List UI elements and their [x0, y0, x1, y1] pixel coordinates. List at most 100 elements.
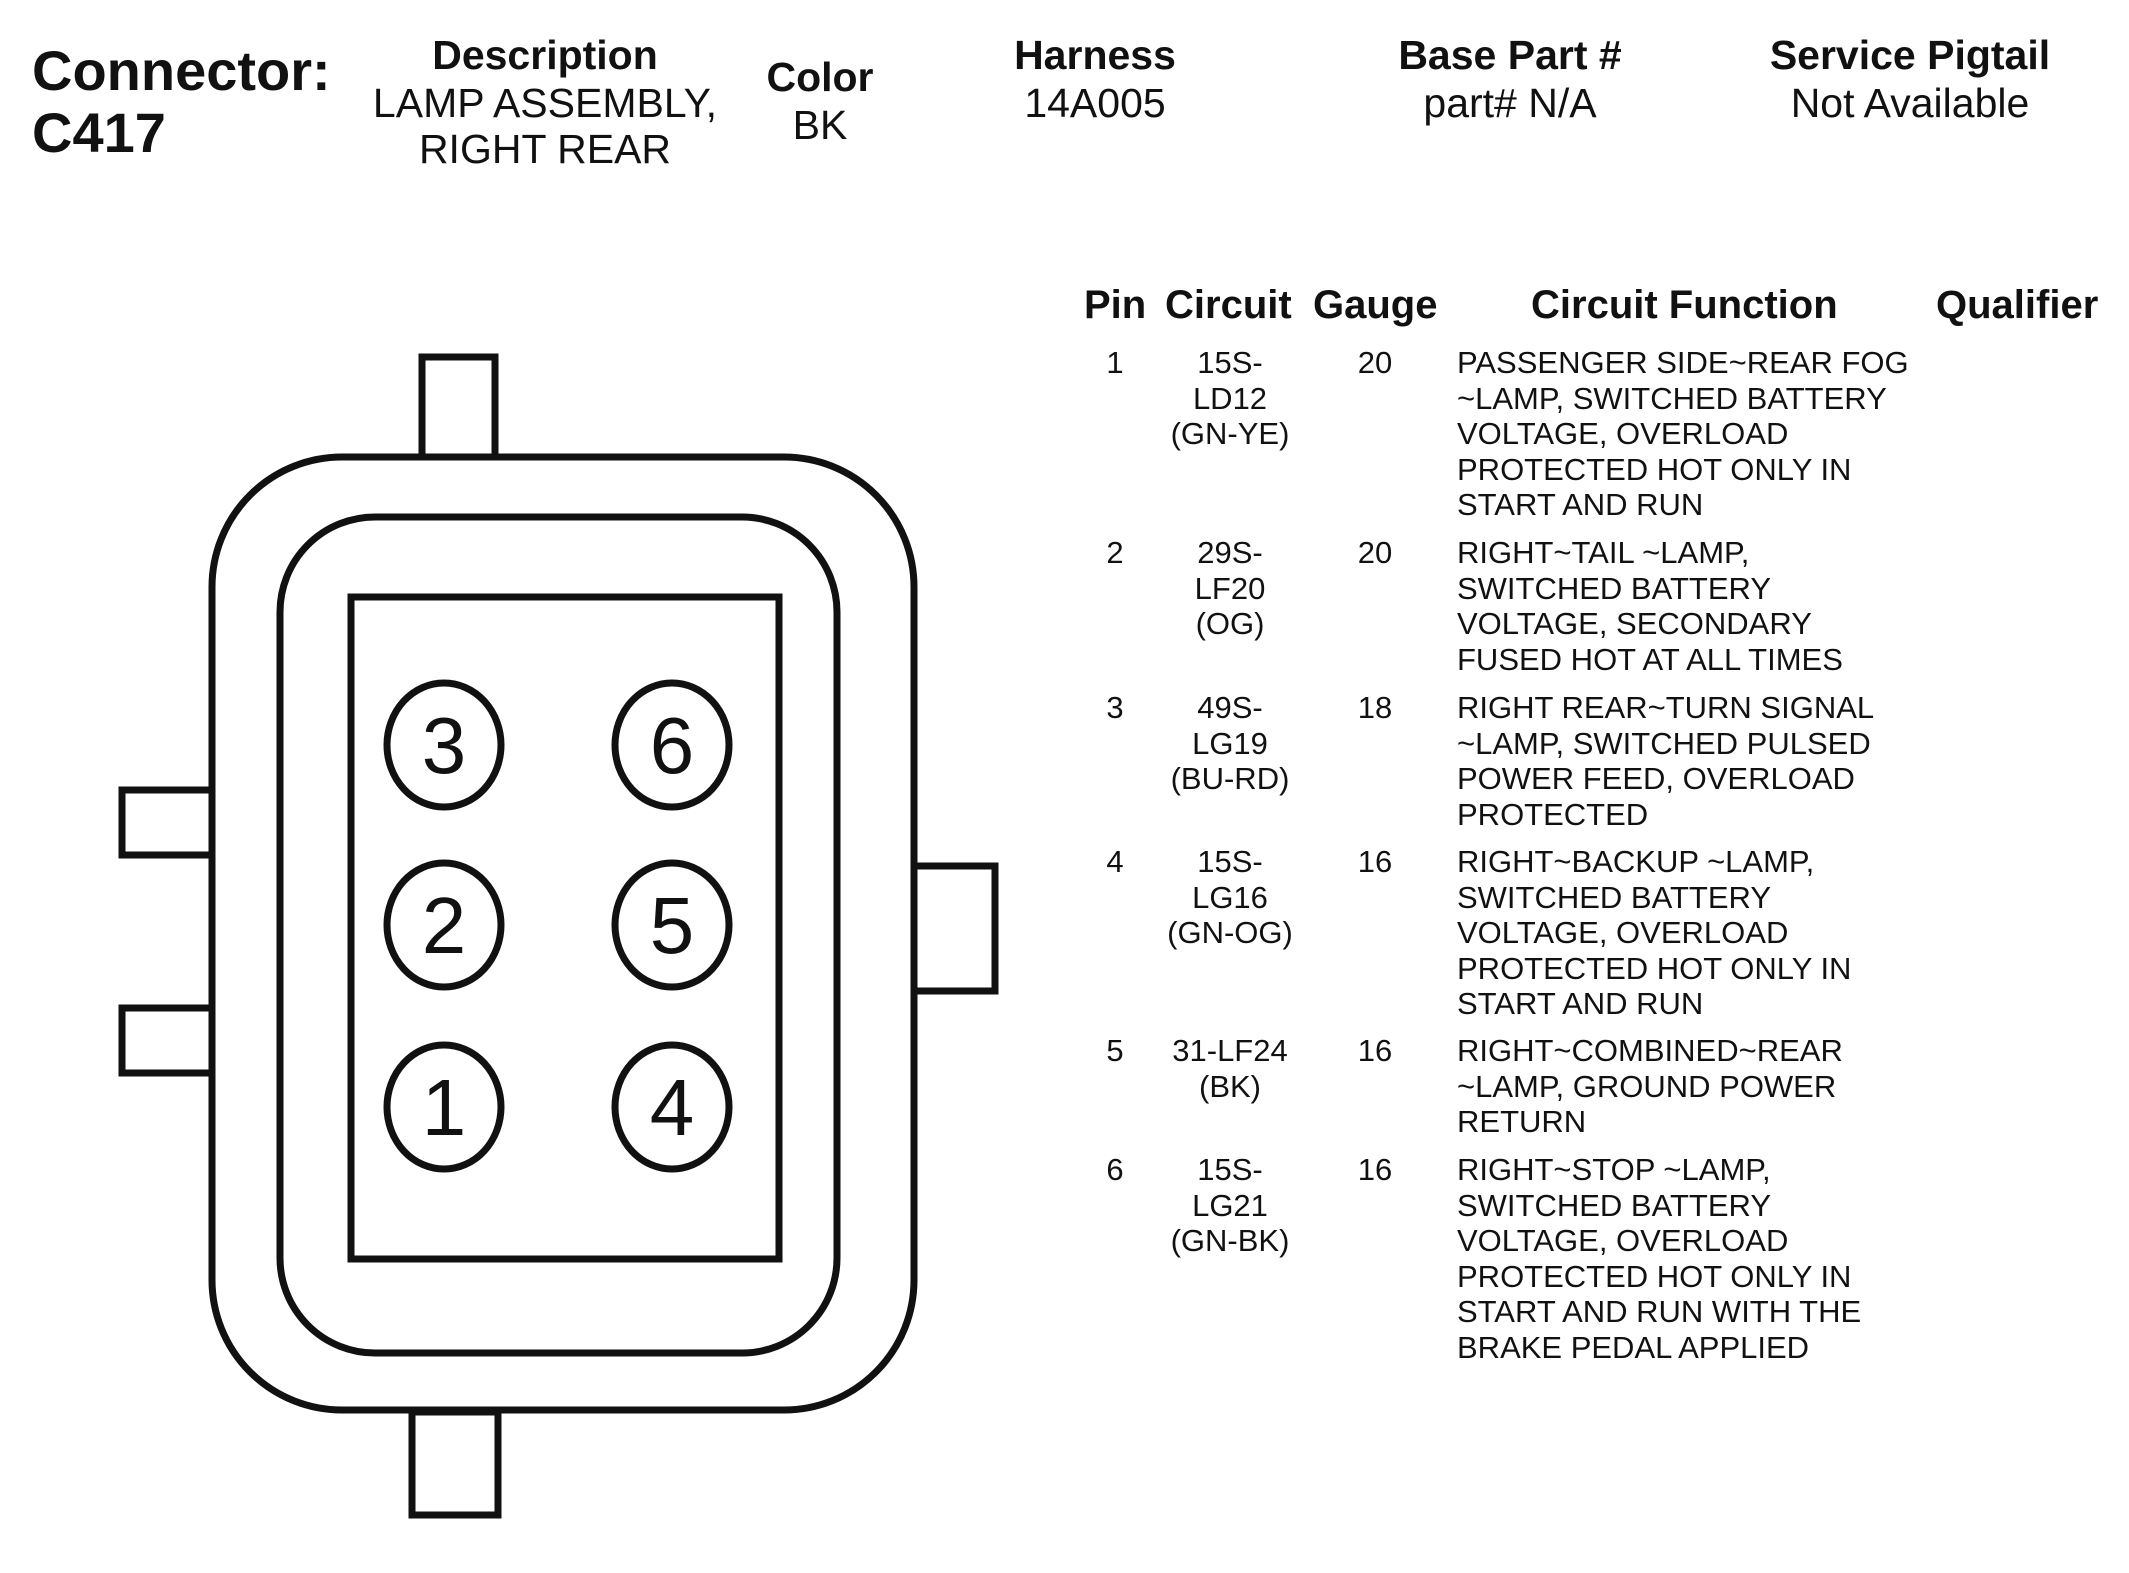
description-value-line2: RIGHT REAR	[418, 126, 672, 172]
circuit-line: (GN-BK)	[1170, 1223, 1290, 1258]
pin-number-5: 5	[650, 881, 695, 970]
gauge-cell: 18	[1357, 690, 1393, 725]
circuit-function-line: POWER FEED, OVERLOAD	[1457, 761, 1855, 796]
circuit-line: 29S-	[1197, 535, 1263, 570]
left-lower-tab	[118, 1004, 216, 1077]
pin-cell: 3	[1106, 690, 1124, 725]
harness-value: 14A005	[1024, 80, 1166, 126]
circuit-function-line: PASSENGER SIDE~REAR FOG	[1457, 345, 1909, 380]
circuit-line: LG19	[1192, 725, 1268, 761]
connector-label: Connector:	[32, 39, 331, 102]
circuit-function-line: RIGHT~STOP ~LAMP,	[1457, 1152, 1771, 1187]
gauge-cell: 20	[1357, 345, 1393, 380]
circuit-line: LG21	[1192, 1187, 1268, 1223]
connector-face-diagram: 3 6 2 5 1 4	[118, 353, 999, 1519]
pin-cavity-5	[611, 859, 733, 991]
gauge-cell: 16	[1357, 1152, 1393, 1187]
color-label: Color	[766, 54, 874, 100]
circuit-line: LG16	[1192, 879, 1268, 915]
circuit-function-line: FUSED HOT AT ALL TIMES	[1457, 641, 1843, 677]
left-upper-tab	[118, 786, 216, 859]
circuit-cell: 49S-LG19(BU-RD)	[1150, 690, 1310, 797]
pin-cavity-4	[611, 1041, 733, 1173]
circuit-function-line: ~LAMP, SWITCHED PULSED	[1457, 725, 1871, 761]
pin-cell: 2	[1106, 535, 1124, 570]
pin-number-2: 2	[422, 881, 467, 970]
circuit-cell: 15S-LD12(GN-YE)	[1150, 345, 1310, 452]
circuit-function-line: RIGHT~TAIL ~LAMP,	[1457, 535, 1750, 570]
circuit-function-cell: PASSENGER SIDE~REAR FOG~LAMP, SWITCHED B…	[1457, 345, 1937, 523]
color-value: BK	[792, 102, 848, 148]
pin-cell: 4	[1106, 844, 1124, 879]
circuit-line: LF20	[1194, 570, 1266, 606]
pin-cavity-2	[383, 859, 505, 991]
circuit-function-line: BRAKE PEDAL APPLIED	[1457, 1329, 1810, 1365]
pin-number-6: 6	[650, 701, 695, 790]
pin-cell: 5	[1106, 1033, 1124, 1068]
pin-number-3: 3	[422, 701, 467, 790]
circuit-function-line: RIGHT REAR~TURN SIGNAL	[1457, 690, 1875, 725]
pin-number-4: 4	[650, 1063, 695, 1152]
gauge-cell: 20	[1357, 535, 1393, 570]
circuit-line: (GN-YE)	[1170, 416, 1290, 451]
circuit-function-line: VOLTAGE, OVERLOAD	[1457, 1223, 1789, 1258]
circuit-function-line: START AND RUN	[1457, 487, 1704, 522]
circuit-line: LD12	[1192, 380, 1268, 416]
circuit-function-line: ~LAMP, SWITCHED BATTERY	[1457, 380, 1887, 416]
circuit-function-line: PROTECTED HOT ONLY IN	[1457, 950, 1852, 986]
harness-label: Harness	[1014, 32, 1176, 78]
pin-number-1: 1	[422, 1063, 467, 1152]
circuit-cell: 29S-LF20(OG)	[1150, 535, 1310, 642]
circuit-line: (BU-RD)	[1170, 761, 1290, 796]
circuit-function-line: RIGHT~BACKUP ~LAMP,	[1457, 844, 1815, 879]
circuit-line: 31-LF24	[1172, 1033, 1288, 1068]
circuit-function-line: START AND RUN	[1457, 986, 1704, 1021]
circuit-function-line: RIGHT~COMBINED~REAR	[1457, 1033, 1843, 1068]
pin-cavity-1	[383, 1041, 505, 1173]
gauge-cell: 16	[1357, 1033, 1393, 1068]
pin-cavity-3	[383, 679, 505, 811]
circuit-function-cell: RIGHT REAR~TURN SIGNAL~LAMP, SWITCHED PU…	[1457, 690, 1937, 832]
table-header-qualifier: Qualifier	[1936, 283, 2099, 327]
circuit-function-line: SWITCHED BATTERY	[1457, 1187, 1772, 1223]
harness-column: Harness 14A005	[985, 30, 1205, 126]
circuit-line: 49S-	[1197, 690, 1263, 725]
circuit-function-line: VOLTAGE, OVERLOAD	[1457, 915, 1789, 950]
circuit-function-line: ~LAMP, GROUND POWER	[1457, 1068, 1837, 1104]
circuit-line: 15S-	[1197, 1152, 1263, 1187]
circuit-function-line: START AND RUN WITH THE	[1457, 1294, 1862, 1329]
connector-id: C417	[32, 101, 166, 164]
circuit-function-line: RETURN	[1457, 1104, 1587, 1139]
circuit-line: 15S-	[1197, 844, 1263, 879]
service-pigtail-label: Service Pigtail	[1769, 32, 2051, 78]
circuit-cell: 31-LF24(BK)	[1150, 1033, 1310, 1104]
circuit-line: (OG)	[1195, 606, 1265, 641]
table-header-pin: Pin	[1084, 283, 1147, 327]
description-value-line1: LAMP ASSEMBLY,	[372, 80, 718, 126]
table-header-circuit: Circuit	[1165, 283, 1292, 327]
connector-title: Connector: C417	[32, 40, 331, 164]
base-part-column: Base Part # part# N/A	[1370, 30, 1650, 126]
circuit-line: (GN-OG)	[1167, 915, 1293, 950]
gauge-cell: 16	[1357, 844, 1393, 879]
pin-group: 3 6 2 5 1 4	[383, 679, 733, 1173]
base-part-value: part# N/A	[1423, 80, 1597, 126]
description-label: Description	[432, 32, 658, 78]
circuit-line: (BK)	[1199, 1068, 1261, 1104]
service-pigtail-value: Not Available	[1790, 80, 2030, 126]
circuit-function-line: SWITCHED BATTERY	[1457, 570, 1772, 606]
circuit-line: 15S-	[1197, 345, 1263, 380]
pin-cell: 1	[1106, 345, 1124, 380]
pin-cell: 6	[1106, 1152, 1124, 1187]
bottom-tab	[408, 1408, 502, 1519]
circuit-function-line: PROTECTED HOT ONLY IN	[1457, 1258, 1852, 1294]
base-part-label: Base Part #	[1398, 32, 1622, 78]
circuit-cell: 15S-LG21(GN-BK)	[1150, 1152, 1310, 1259]
pin-cavity-6	[611, 679, 733, 811]
circuit-function-line: SWITCHED BATTERY	[1457, 879, 1772, 915]
table-header-circuit-function: Circuit Function	[1531, 283, 1838, 327]
